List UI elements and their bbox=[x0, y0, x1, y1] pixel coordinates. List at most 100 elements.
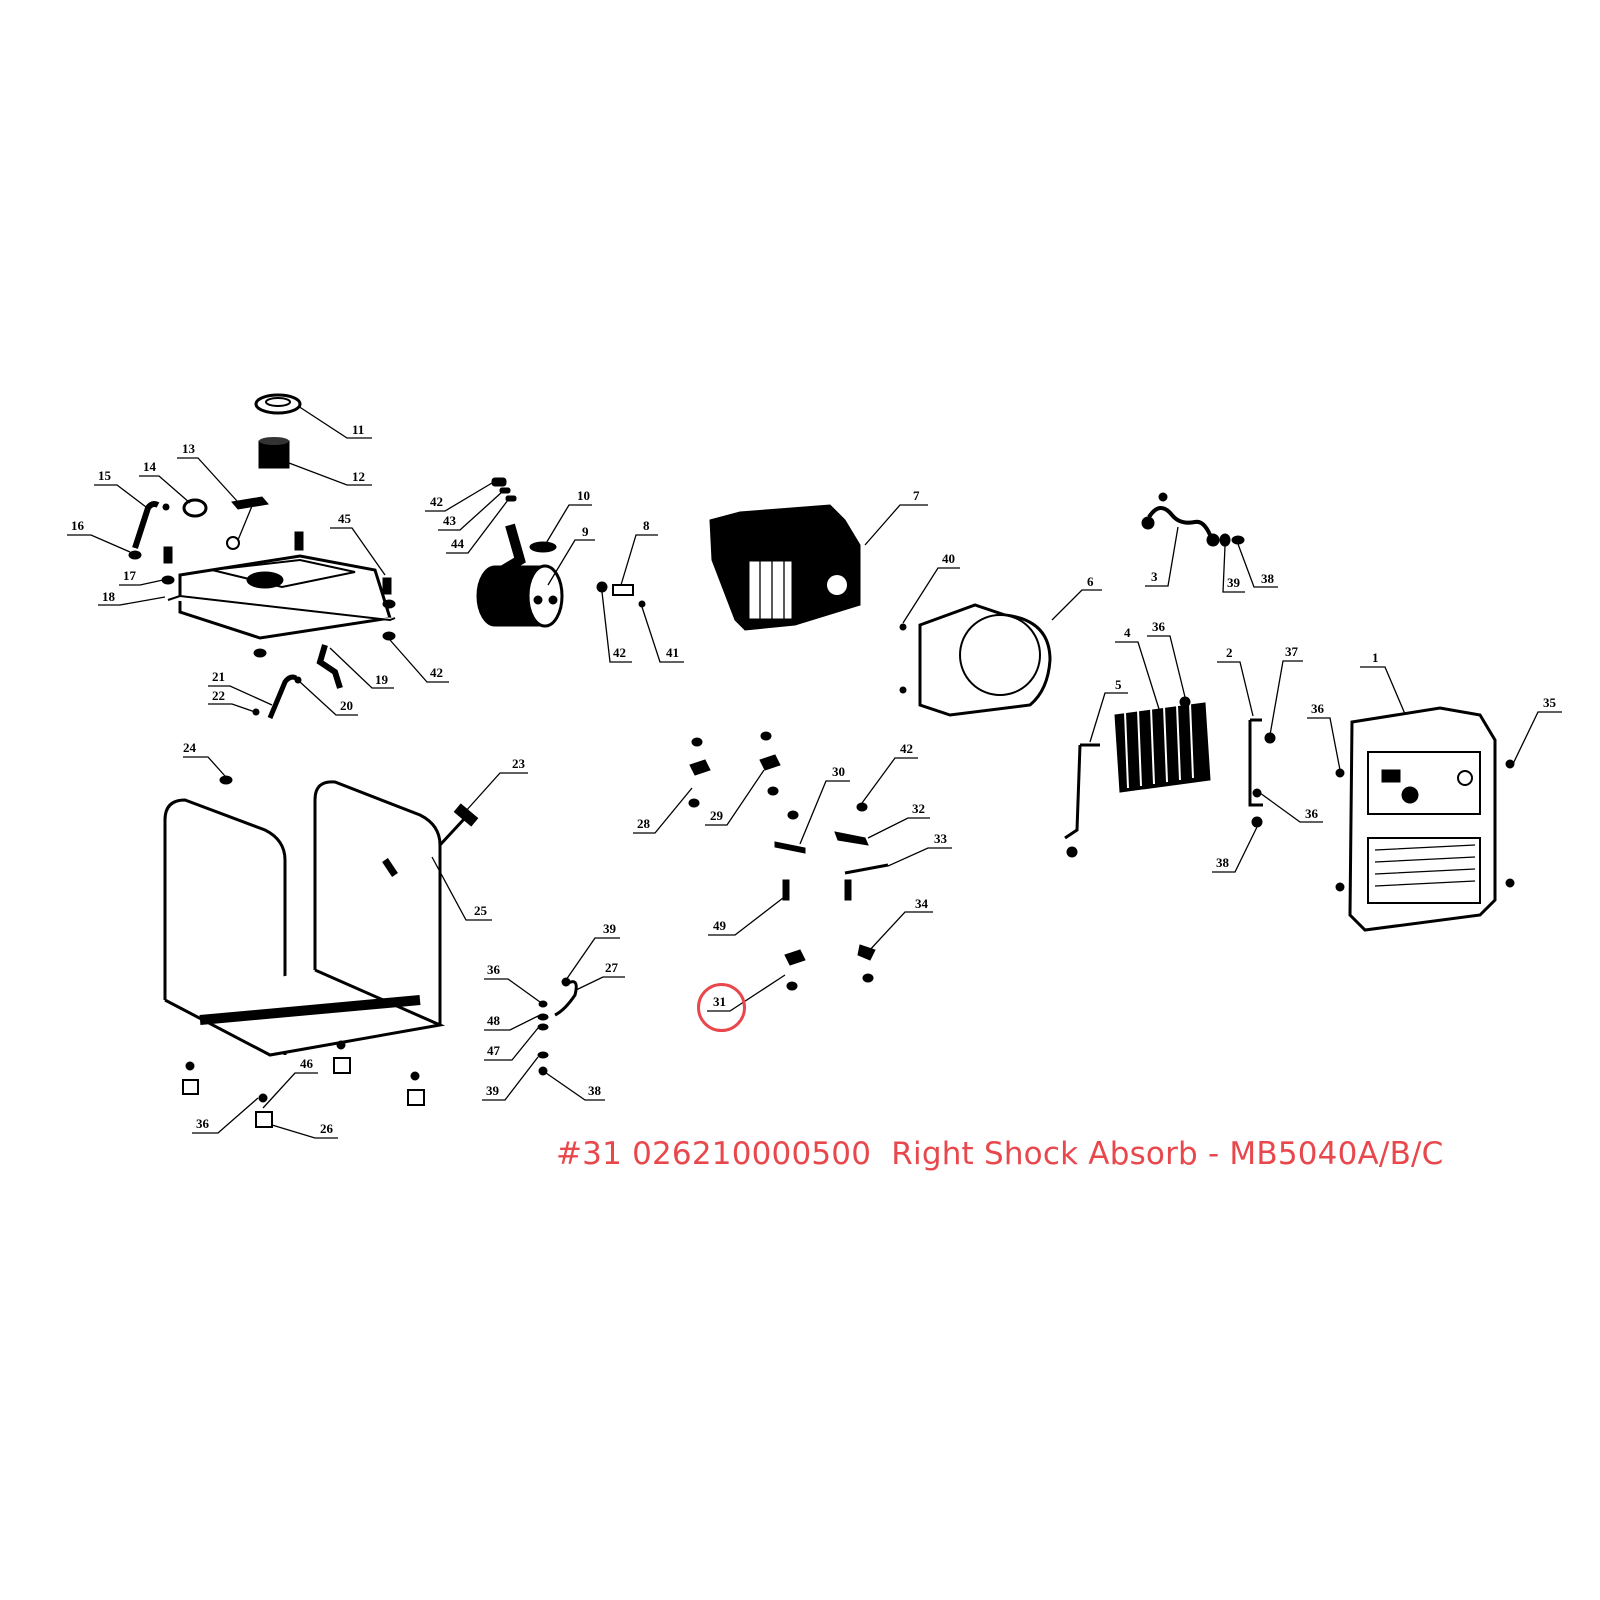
svg-text:25: 25 bbox=[474, 903, 488, 918]
svg-text:34: 34 bbox=[915, 896, 929, 911]
part-2-bracket bbox=[1248, 718, 1276, 828]
callout-5: 5 bbox=[1089, 677, 1128, 743]
part-14-cap bbox=[182, 498, 208, 518]
callout-14: 14 bbox=[139, 459, 191, 504]
callout-40: 40 bbox=[902, 551, 960, 624]
callout-36-foot: 36 bbox=[192, 1097, 259, 1134]
svg-text:5: 5 bbox=[1115, 677, 1122, 692]
callout-44: 44 bbox=[446, 499, 509, 554]
callout-10: 10 bbox=[544, 488, 592, 546]
svg-text:14: 14 bbox=[143, 459, 157, 474]
part-8-bracket bbox=[596, 581, 646, 608]
svg-text:8: 8 bbox=[643, 518, 650, 533]
svg-text:4: 4 bbox=[1124, 625, 1131, 640]
callout-32: 32 bbox=[867, 801, 930, 839]
part-12-fuel-filter bbox=[258, 437, 290, 469]
svg-text:21: 21 bbox=[212, 669, 225, 684]
svg-text:20: 20 bbox=[340, 698, 353, 713]
svg-text:44: 44 bbox=[451, 536, 465, 551]
svg-text:27: 27 bbox=[605, 960, 619, 975]
part-27-wire-assembly bbox=[537, 977, 578, 1076]
callout-49: 49 bbox=[708, 897, 784, 936]
svg-text:30: 30 bbox=[832, 764, 845, 779]
callout-3: 3 bbox=[1145, 526, 1179, 587]
callout-30: 30 bbox=[799, 764, 850, 845]
part-6-fan-cover bbox=[899, 603, 1052, 717]
callout-7: 7 bbox=[864, 488, 928, 546]
callout-42-shock: 42 bbox=[861, 741, 918, 804]
callout-4: 4 bbox=[1115, 625, 1160, 710]
callout-18: 18 bbox=[98, 589, 166, 606]
callout-20: 20 bbox=[299, 681, 358, 716]
part-21-hose bbox=[252, 674, 302, 719]
svg-text:49: 49 bbox=[713, 918, 727, 933]
callout-42-tank: 42 bbox=[389, 639, 449, 683]
svg-text:42: 42 bbox=[430, 494, 443, 509]
svg-text:28: 28 bbox=[637, 816, 651, 831]
callout-22: 22 bbox=[208, 688, 256, 713]
svg-text:46: 46 bbox=[300, 1056, 314, 1071]
svg-text:36: 36 bbox=[1152, 619, 1166, 634]
part-caption: #31 026210000500 Right Shock Absorb - MB… bbox=[556, 1136, 1444, 1172]
svg-text:3: 3 bbox=[1151, 569, 1158, 584]
part-9-muffler bbox=[476, 523, 564, 628]
callout-19: 19 bbox=[329, 647, 394, 689]
parts-42-43-44-nuts bbox=[491, 477, 517, 502]
callout-39-wire: 39 bbox=[1222, 545, 1245, 593]
shock-absorbers bbox=[688, 731, 889, 991]
callout-35: 35 bbox=[1511, 695, 1562, 767]
callout-16: 16 bbox=[67, 518, 131, 553]
callout-12: 12 bbox=[288, 462, 372, 486]
svg-text:11: 11 bbox=[352, 422, 364, 437]
callout-9: 9 bbox=[547, 524, 595, 586]
callout-37: 37 bbox=[1269, 644, 1303, 736]
svg-text:15: 15 bbox=[98, 468, 112, 483]
svg-text:24: 24 bbox=[183, 740, 197, 755]
part-4-inverter bbox=[1114, 696, 1211, 793]
callout-38-wire: 38 bbox=[1237, 543, 1278, 588]
part-19-fuel-valve bbox=[316, 644, 343, 689]
svg-text:39: 39 bbox=[486, 1083, 500, 1098]
callout-41: 41 bbox=[641, 606, 684, 663]
callout-1: 1 bbox=[1360, 650, 1406, 715]
callout-26: 26 bbox=[271, 1121, 338, 1139]
callout-36-panel: 36 bbox=[1307, 701, 1341, 771]
fuel-tank bbox=[128, 531, 396, 658]
svg-text:16: 16 bbox=[71, 518, 85, 533]
callout-46: 46 bbox=[262, 1056, 318, 1109]
svg-text:18: 18 bbox=[102, 589, 116, 604]
part-5-bracket bbox=[1064, 743, 1100, 858]
svg-text:42: 42 bbox=[613, 645, 626, 660]
callout-38-bracket: 38 bbox=[1212, 826, 1258, 873]
svg-text:12: 12 bbox=[352, 469, 365, 484]
callout-42-muffler: 42 bbox=[425, 482, 493, 512]
callout-6: 6 bbox=[1051, 574, 1102, 621]
callout-38-bottom: 38 bbox=[545, 1072, 605, 1101]
callout-36-wire: 36 bbox=[484, 962, 541, 1003]
svg-text:38: 38 bbox=[1261, 571, 1275, 586]
callout-17: 17 bbox=[119, 568, 164, 586]
svg-text:37: 37 bbox=[1285, 644, 1299, 659]
part-1-front-panel bbox=[1335, 706, 1515, 932]
svg-text:13: 13 bbox=[182, 441, 196, 456]
callout-8: 8 bbox=[620, 518, 658, 586]
callout-48: 48 bbox=[484, 1013, 539, 1031]
callout-47: 47 bbox=[484, 1027, 539, 1061]
svg-text:23: 23 bbox=[512, 756, 526, 771]
callout-27: 27 bbox=[575, 960, 625, 991]
svg-text:40: 40 bbox=[942, 551, 955, 566]
svg-text:1: 1 bbox=[1372, 650, 1379, 665]
callout-45: 45 bbox=[330, 511, 386, 576]
callout-11: 11 bbox=[297, 405, 372, 439]
feet bbox=[182, 1040, 425, 1128]
svg-text:19: 19 bbox=[375, 672, 389, 687]
svg-text:26: 26 bbox=[320, 1121, 334, 1136]
part-23-handle bbox=[438, 803, 479, 847]
callout-39-bottom: 39 bbox=[482, 1056, 539, 1101]
callout-33: 33 bbox=[887, 831, 952, 867]
callout-39-top: 39 bbox=[565, 921, 620, 981]
svg-text:36: 36 bbox=[1311, 701, 1325, 716]
svg-text:42: 42 bbox=[900, 741, 913, 756]
part-3-wire bbox=[1141, 492, 1245, 547]
